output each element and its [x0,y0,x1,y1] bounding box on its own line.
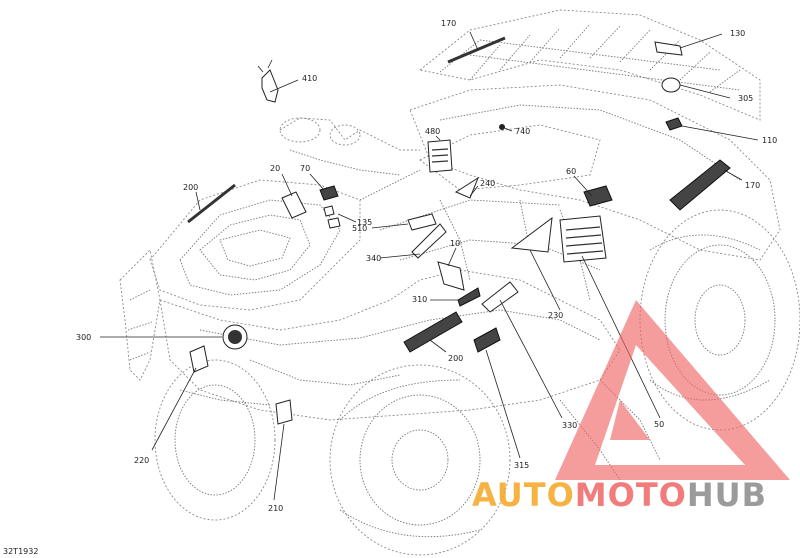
callout-70: 70 [300,164,310,173]
decal-10 [437,261,465,291]
decal-305 [661,77,681,93]
callout-labels: 410 170 130 305 110 480 740 20 70 135 24… [76,19,777,513]
callout-130: 130 [730,29,745,38]
decal-20 [281,191,307,219]
callout-20: 20 [270,164,280,173]
decal-210 [275,399,293,425]
decal-330 [481,281,519,313]
decal-310 [457,287,481,307]
decal-340 [411,223,447,259]
callout-340: 340 [366,254,381,263]
callout-480: 480 [425,127,440,136]
decals [187,36,731,425]
callout-210: 210 [268,504,283,513]
decal-220 [189,345,209,373]
callout-50: 50 [654,420,664,429]
callout-310: 310 [412,295,427,304]
callout-220: 220 [134,456,149,465]
decal-170-brand [669,159,731,211]
decal-200-stripe [187,183,236,224]
decal-130 [654,41,683,56]
callout-410: 410 [302,74,317,83]
callout-110: 110 [762,136,777,145]
decal-410 [261,69,279,103]
callout-510: 510 [352,224,367,233]
callout-240: 240 [480,179,495,188]
drawing-code: 32T1932 [3,547,38,556]
decal-110 [665,117,683,131]
callout-740: 740 [515,127,530,136]
callout-305: 305 [738,94,753,103]
watermark-text: AUTOMOTOHUB [472,476,767,514]
decal-510 [407,213,437,231]
decal-230 [510,216,553,253]
callout-330: 330 [562,421,577,430]
callout-300: 300 [76,333,91,342]
decal-240 [454,176,480,199]
watermark-hub: HUB [687,476,767,514]
decal-315 [473,327,501,353]
callout-200-front: 200 [183,183,198,192]
decal-70 [319,185,339,201]
decal-135 [327,217,341,229]
callout-135: 135 [357,218,372,227]
callout-10: 10 [450,239,460,248]
callout-170-side: 170 [745,181,760,190]
callout-230: 230 [548,311,563,320]
watermark-auto: AUTO [472,476,575,514]
callout-315: 315 [514,461,529,470]
watermark: AUTOMOTOHUB [472,300,790,514]
decal-170-stripe [447,36,506,64]
decal-200-side [403,311,463,353]
decal-50 [559,215,607,263]
decal-60 [583,185,613,207]
watermark-triangle-logo [555,300,790,480]
watermark-moto: MOTO [575,476,687,514]
callout-170-top: 170 [441,19,456,28]
leader-lines [100,31,759,501]
callout-200-side: 200 [448,354,463,363]
callout-60: 60 [566,167,576,176]
